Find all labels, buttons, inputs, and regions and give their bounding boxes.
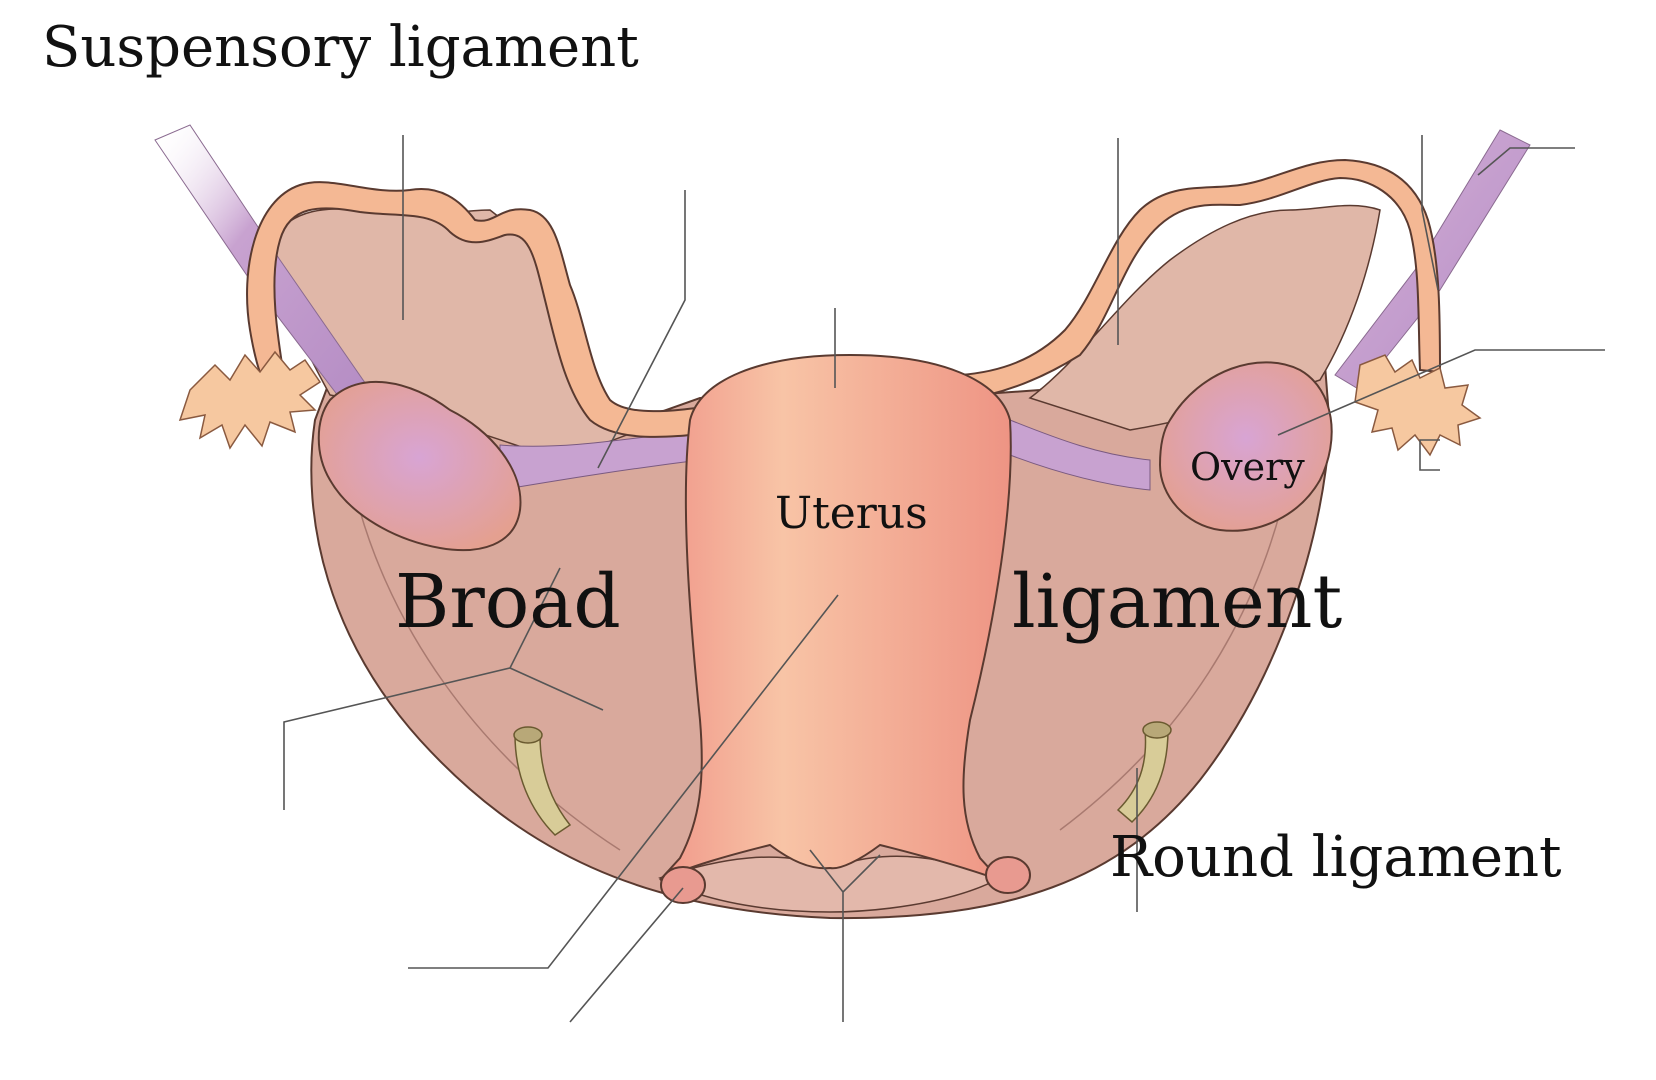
label-broad: Broad	[395, 565, 621, 639]
label-uterus: Uterus	[775, 492, 928, 536]
leader-line-uterosacral-left	[570, 888, 683, 1022]
label-ligament: ligament	[1012, 565, 1342, 639]
round-ligament-left-end	[514, 727, 542, 743]
fimbriae-left	[180, 352, 320, 448]
label-round-ligament: Round ligament	[1110, 830, 1562, 886]
label-suspensory-ligament: Suspensory ligament	[42, 20, 639, 76]
round-ligament-right-end	[1143, 722, 1171, 738]
uterus-shape	[660, 355, 1011, 880]
uterosacral-ligament-right	[986, 857, 1030, 893]
label-ovary: Overy	[1190, 448, 1305, 486]
uterosacral-ligament-left	[661, 867, 705, 903]
fimbriae-right	[1355, 355, 1480, 455]
